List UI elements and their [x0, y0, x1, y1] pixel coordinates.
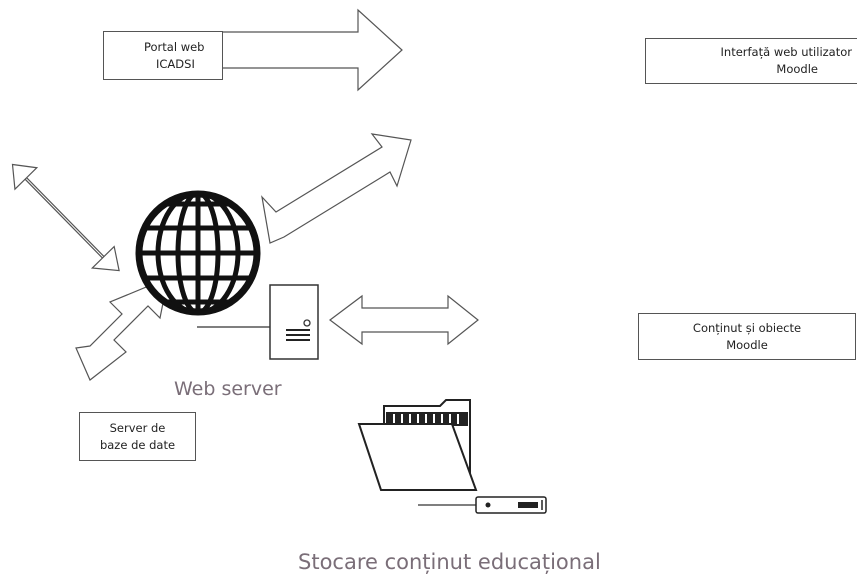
portal-box-line2: ICADSI — [156, 56, 195, 71]
portal-box-line1: Portal web — [144, 39, 205, 54]
db-box-line1: Server de — [109, 420, 166, 435]
arrow-globe-to-db-server — [75, 277, 169, 381]
db-box-line2: baze de date — [99, 437, 176, 452]
globe-icon — [135, 190, 261, 316]
content-objects-box: Conținut și obiecte Moodle — [638, 313, 856, 360]
web-server-label: Web server — [174, 378, 282, 400]
storage-label: Stocare conținut educațional — [298, 550, 601, 574]
open-folder-icon — [357, 399, 478, 491]
content-box-line1: Conținut și obiecte — [692, 320, 802, 335]
portal-web-box: Portal web ICADSI — [103, 31, 223, 80]
content-box-line2: Moodle — [726, 337, 768, 352]
arrow-portal-to-moodle-ui — [221, 8, 403, 92]
moodle-ui-box: Interfață web utilizator Moodle — [645, 38, 857, 84]
server-tower-icon — [269, 284, 319, 360]
arrow-server-to-content — [329, 294, 479, 346]
arrow-globe-to-moodle-ui-shape — [261, 133, 412, 244]
moodle-ui-line2: Moodle — [776, 62, 818, 76]
db-server-box: Server de baze de date — [79, 412, 196, 461]
storage-drive-icon — [475, 496, 547, 514]
moodle-ui-line1: Interfață web utilizator — [720, 45, 852, 59]
arrow-globe-top-left — [11, 163, 120, 272]
